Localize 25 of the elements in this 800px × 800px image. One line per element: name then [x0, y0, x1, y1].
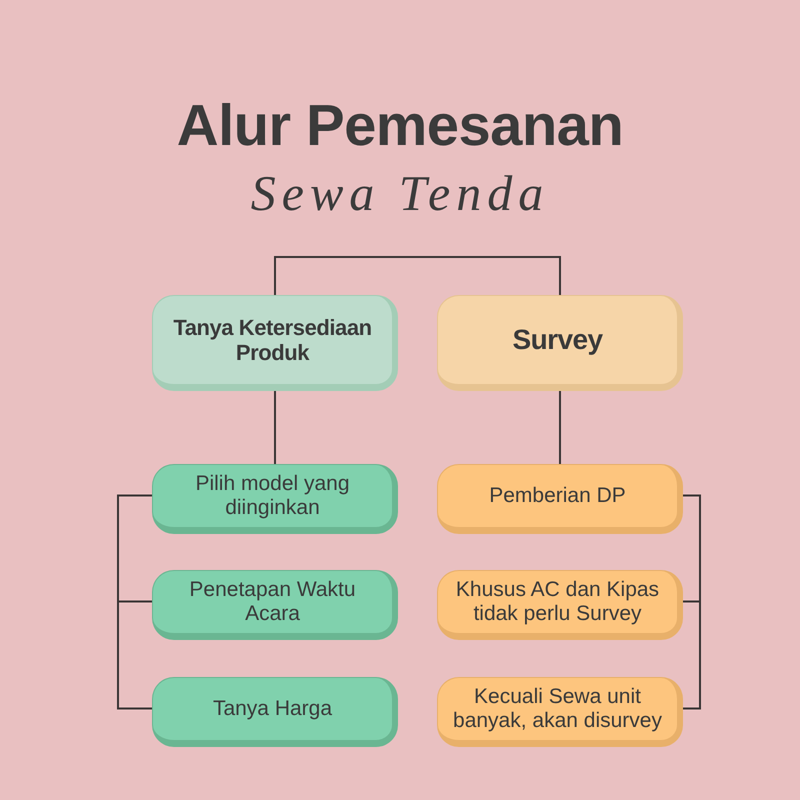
step-text: Khusus AC dan Kipas tidak perlu Survey	[454, 578, 660, 626]
step-text: Tanya Harga	[212, 696, 332, 722]
connector-line	[117, 600, 152, 710]
connector-line	[274, 391, 276, 464]
step-box	[437, 464, 683, 534]
step-box	[152, 570, 398, 640]
step-text: Pilih model yang diinginkan	[194, 472, 351, 520]
category-text: Tanya Ketersediaan Produk	[172, 314, 373, 366]
title: Alur Pemesanan	[176, 94, 624, 158]
step-text: Pemberian DP	[489, 484, 626, 508]
subtitle: Sewa Tenda	[250, 166, 550, 221]
category-box	[437, 295, 683, 391]
connector-line	[683, 600, 701, 710]
step-box	[152, 464, 398, 534]
step-box	[152, 677, 398, 747]
connector-line	[559, 391, 561, 464]
connector-line	[683, 494, 701, 602]
connector-line	[274, 256, 561, 295]
step-box	[437, 570, 683, 640]
step-text: Kecuali Sewa unit banyak, akan disurvey	[452, 684, 663, 734]
step-box	[437, 677, 683, 747]
connector-line	[117, 494, 152, 602]
category-text: Survey	[512, 324, 603, 356]
step-text: Penetapan Waktu Acara	[188, 578, 357, 626]
category-box	[152, 295, 398, 391]
